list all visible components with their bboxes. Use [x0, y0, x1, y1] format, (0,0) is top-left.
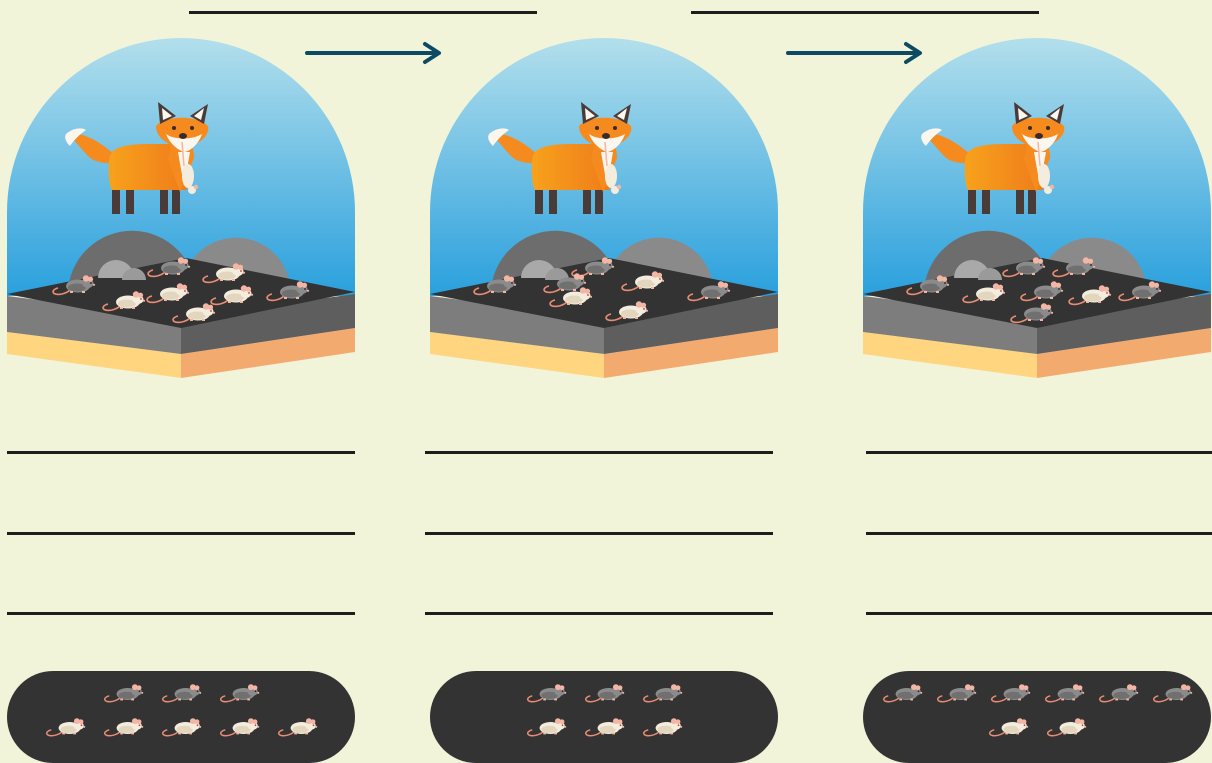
- white-mouse-icon: [159, 717, 203, 739]
- white-mouse-icon: [101, 717, 145, 739]
- answer-line: [866, 451, 1212, 454]
- gray-mouse-icon: [880, 683, 924, 705]
- mouse-tray-2: [430, 671, 778, 763]
- habitat-scene-3: [862, 36, 1212, 378]
- gray-mouse-icon: [1042, 683, 1086, 705]
- habitat-scene-1: [6, 36, 356, 378]
- gray-mouse-icon: [1150, 683, 1194, 705]
- white-mouse-icon: [640, 717, 684, 739]
- gray-mouse-icon: [524, 683, 568, 705]
- answer-line: [866, 612, 1212, 615]
- gray-mouse-icon: [640, 683, 684, 705]
- habitat-scene-2: [429, 36, 779, 378]
- answer-line: [7, 532, 355, 535]
- gray-mouse-icon: [934, 683, 978, 705]
- answer-line: [425, 532, 773, 535]
- gray-mouse-icon: [159, 683, 203, 705]
- mouse-tray-3: [863, 671, 1211, 763]
- white-mouse-icon: [524, 717, 568, 739]
- answer-line: [7, 451, 355, 454]
- gray-mouse-icon: [988, 683, 1032, 705]
- white-mouse-icon: [582, 717, 626, 739]
- answer-line: [866, 532, 1212, 535]
- gray-mouse-icon: [582, 683, 626, 705]
- answer-line: [7, 612, 355, 615]
- gray-mouse-icon: [101, 683, 145, 705]
- answer-line: [425, 451, 773, 454]
- mouse-tray-1: [7, 671, 355, 763]
- title-blank-right: [691, 11, 1039, 14]
- white-mouse-icon: [275, 717, 319, 739]
- white-mouse-icon: [217, 717, 261, 739]
- white-mouse-icon: [43, 717, 87, 739]
- white-mouse-icon: [1044, 717, 1088, 739]
- gray-mouse-icon: [217, 683, 261, 705]
- answer-line: [425, 612, 773, 615]
- title-blank-left: [189, 11, 537, 14]
- white-mouse-icon: [986, 717, 1030, 739]
- gray-mouse-icon: [1096, 683, 1140, 705]
